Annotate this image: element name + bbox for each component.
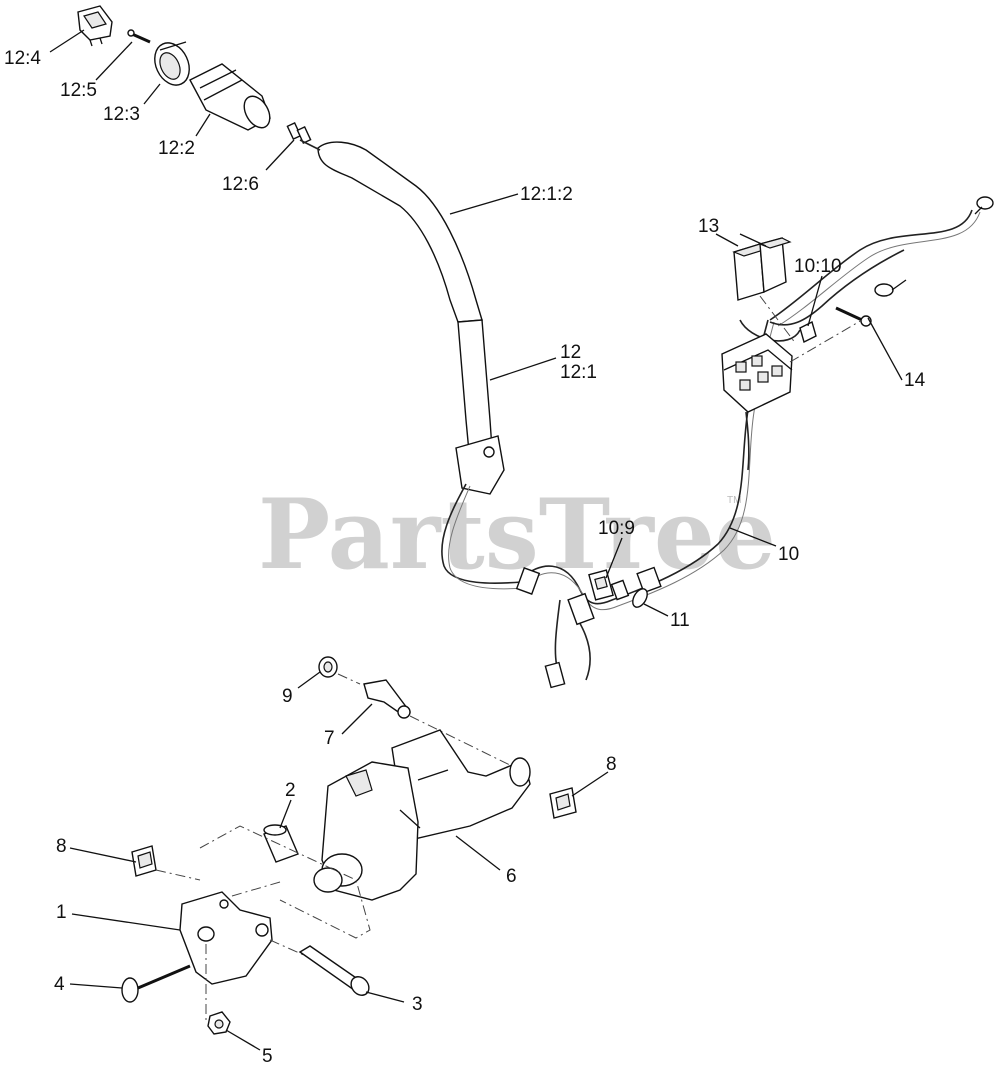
part-12-1-handle-tube[interactable] <box>455 319 505 495</box>
callout-2: 2 <box>285 780 296 801</box>
callout-13: 13 <box>698 216 719 237</box>
part-12-3-bezel[interactable] <box>148 37 196 90</box>
callout-12-3: 12:3 <box>103 104 140 125</box>
callout-8-left: 8 <box>56 836 67 857</box>
part-12-2-handle-sleeve[interactable] <box>189 63 275 132</box>
part-6-linear-actuator[interactable] <box>313 729 531 901</box>
part-2-bushing[interactable] <box>263 824 299 863</box>
callout-7: 7 <box>324 728 335 749</box>
callout-12-5: 12:5 <box>60 80 97 101</box>
callout-10: 10 <box>778 544 799 565</box>
callout-10-10: 10:10 <box>794 256 842 277</box>
part-4-clevis-pin[interactable] <box>121 964 191 1003</box>
part-12-6-terminals[interactable] <box>286 122 312 144</box>
part-12-1-2-grip[interactable] <box>299 139 483 323</box>
callout-12-1-2: 12:1:2 <box>520 184 573 205</box>
part-14-screw[interactable] <box>835 306 872 327</box>
callout-4: 4 <box>54 974 65 995</box>
part-13-relays[interactable] <box>732 237 792 301</box>
callout-9: 9 <box>282 686 293 707</box>
part-7-shoulder-bolt[interactable] <box>363 679 412 719</box>
callout-6: 6 <box>506 866 517 887</box>
callout-12-2: 12:2 <box>158 138 195 159</box>
ground-ring-terminal[interactable] <box>974 196 994 215</box>
part-12-5-screw[interactable] <box>127 29 151 44</box>
callout-12-6: 12:6 <box>222 174 259 195</box>
part-10-9-connector[interactable] <box>588 569 614 601</box>
leader-lines <box>49 29 903 1051</box>
part-12-4-rocker-switch[interactable] <box>77 5 113 47</box>
part-8-clip-left[interactable] <box>131 845 157 877</box>
part-10-wire-harness[interactable] <box>515 319 775 689</box>
callout-3: 3 <box>412 994 423 1015</box>
watermark-tm: TM <box>727 495 741 506</box>
part-3-pin[interactable] <box>298 945 373 999</box>
ring-terminal-small[interactable] <box>874 279 907 297</box>
relay-socket-block[interactable] <box>721 333 793 471</box>
part-9-spacer-nut[interactable] <box>318 656 338 678</box>
callout-12-1: 12:1 <box>560 362 597 383</box>
callout-10-9: 10:9 <box>598 518 635 539</box>
callout-8-right: 8 <box>606 754 617 775</box>
part-11-cable-tie[interactable] <box>630 586 650 609</box>
callout-5: 5 <box>262 1046 273 1067</box>
callout-12-4: 12:4 <box>4 48 41 69</box>
callout-14: 14 <box>904 370 926 391</box>
part-1-mounting-bracket[interactable] <box>179 891 273 985</box>
callout-1: 1 <box>56 902 67 923</box>
callout-11: 11 <box>670 610 690 631</box>
watermark: PartsTree <box>258 478 776 591</box>
callout-12: 12 <box>560 342 581 363</box>
part-5-nut[interactable] <box>207 1011 231 1035</box>
part-8-clip-right[interactable] <box>549 787 577 819</box>
